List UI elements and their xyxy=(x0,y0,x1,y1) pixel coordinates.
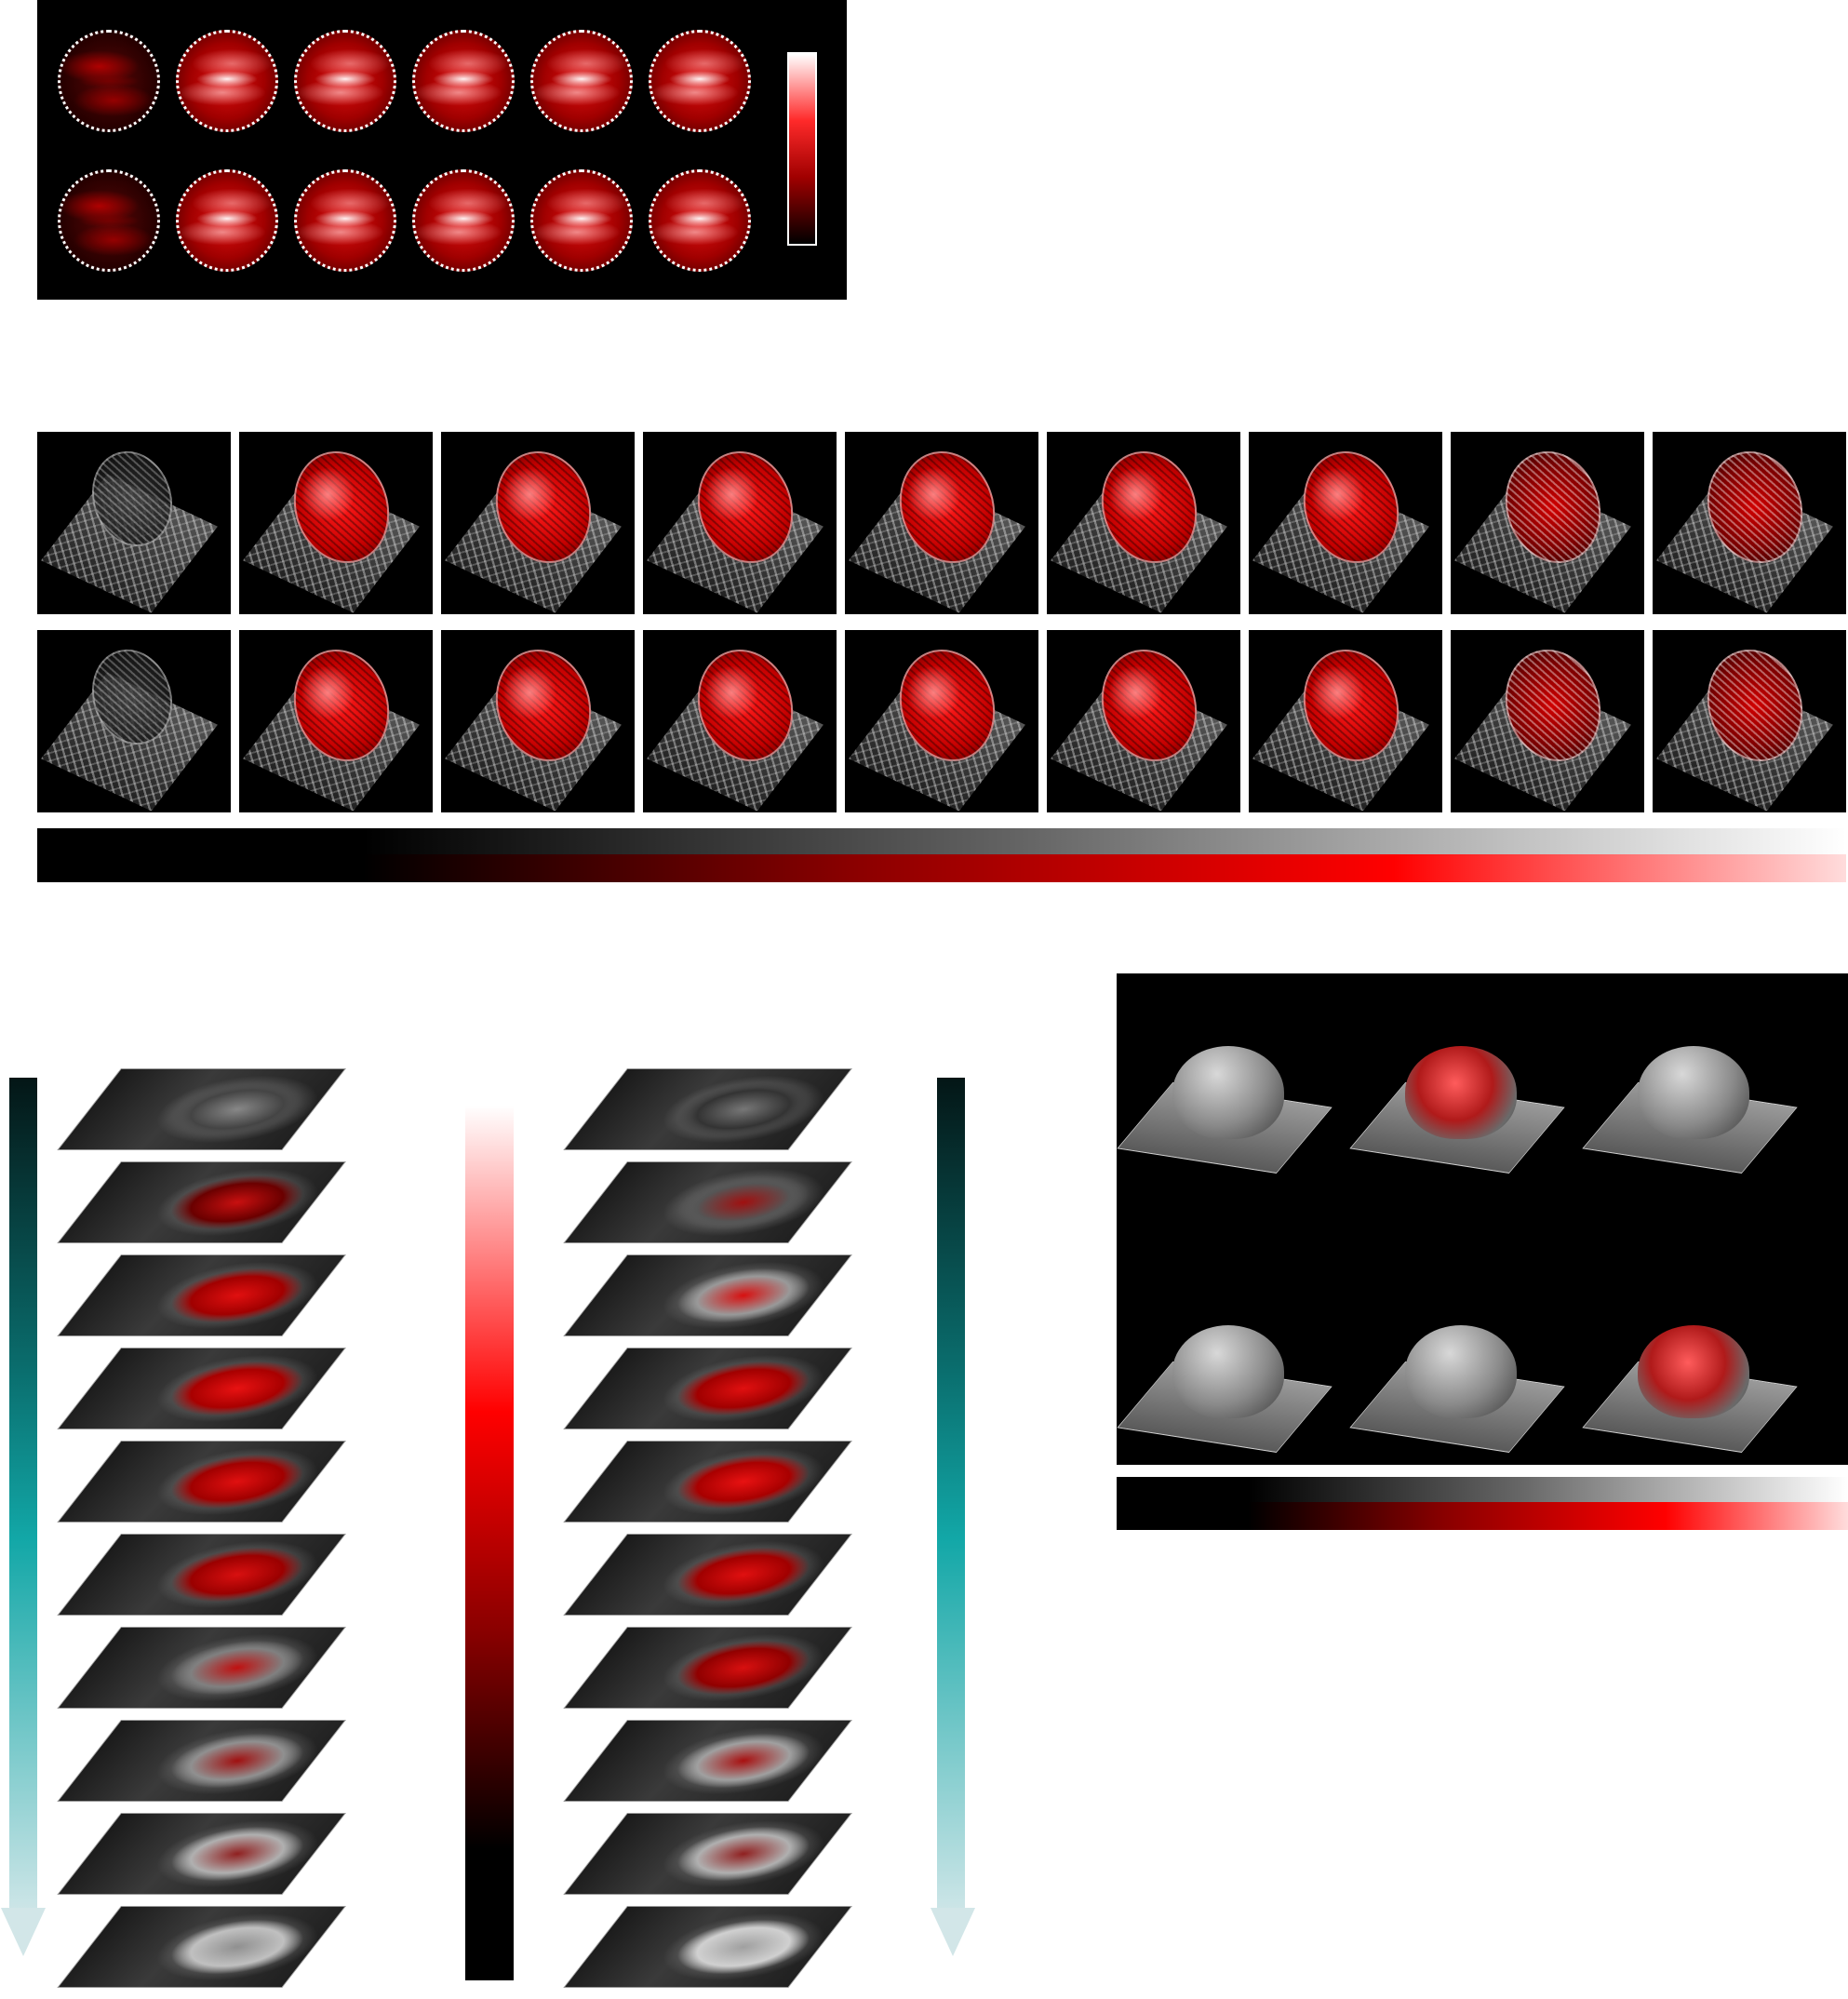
panel-a-circle-grid xyxy=(37,0,847,300)
image-slice xyxy=(57,1720,347,1802)
tissue-render xyxy=(1117,1039,1332,1178)
circle-map xyxy=(649,30,751,132)
render-tile xyxy=(239,630,433,812)
circle-map xyxy=(176,30,278,132)
circle-map xyxy=(530,30,633,132)
render-tile xyxy=(1653,630,1846,812)
image-slice xyxy=(57,1441,347,1523)
render-tile xyxy=(845,630,1038,812)
image-slice xyxy=(563,1348,852,1429)
image-slice xyxy=(563,1906,852,1988)
tissue-render xyxy=(1349,1318,1565,1457)
circle-map xyxy=(294,169,396,272)
image-slice xyxy=(57,1254,347,1336)
tissue-render xyxy=(1349,1039,1565,1178)
panel-b-render-grid xyxy=(37,432,1848,823)
circle-map xyxy=(294,30,396,132)
circle-map xyxy=(412,169,515,272)
render-tile xyxy=(1249,630,1442,812)
image-slice xyxy=(57,1813,347,1895)
circle-map xyxy=(58,30,160,132)
left-arrow-head-icon xyxy=(1,1908,46,1956)
panel-d-render-grid xyxy=(1117,973,1848,1465)
render-tile xyxy=(643,630,837,812)
image-slice xyxy=(57,1348,347,1429)
render-tile xyxy=(845,432,1038,614)
image-slice xyxy=(563,1534,852,1616)
image-slice xyxy=(563,1720,852,1802)
panel-b-colorbar-red xyxy=(37,854,1846,882)
circle-map xyxy=(649,169,751,272)
panel-d-colorbar-gray xyxy=(1117,1477,1848,1505)
render-tile xyxy=(37,630,231,812)
tissue-render xyxy=(1117,1318,1332,1457)
panel-b-colorbar-gray xyxy=(37,828,1846,856)
render-tile xyxy=(1047,432,1240,614)
render-tile xyxy=(1249,432,1442,614)
left-depth-arrow xyxy=(9,1078,37,1915)
tissue-render xyxy=(1582,1039,1798,1178)
image-slice xyxy=(563,1254,852,1336)
render-tile xyxy=(1047,630,1240,812)
image-slice xyxy=(57,1161,347,1243)
panel-a-colorbar xyxy=(787,52,817,246)
render-tile xyxy=(1451,432,1644,614)
image-slice xyxy=(563,1627,852,1709)
circle-map xyxy=(412,30,515,132)
right-depth-arrow xyxy=(937,1078,965,1915)
render-tile xyxy=(441,432,635,614)
render-tile xyxy=(1451,630,1644,812)
image-slice xyxy=(57,1627,347,1709)
circle-map xyxy=(176,169,278,272)
image-slice xyxy=(563,1813,852,1895)
render-tile xyxy=(643,432,837,614)
image-slice xyxy=(57,1906,347,1988)
render-tile xyxy=(239,432,433,614)
image-slice xyxy=(57,1534,347,1616)
right-arrow-head-icon xyxy=(931,1908,975,1956)
tissue-render xyxy=(1582,1318,1798,1457)
render-tile xyxy=(441,630,635,812)
circle-map xyxy=(530,169,633,272)
image-slice xyxy=(563,1441,852,1523)
panel-d-colorbar-red xyxy=(1117,1502,1848,1530)
image-slice xyxy=(563,1161,852,1243)
panel-c-colorbar xyxy=(465,1106,514,1980)
image-slice xyxy=(57,1068,347,1150)
image-slice xyxy=(563,1068,852,1150)
render-tile xyxy=(1653,432,1846,614)
render-tile xyxy=(37,432,231,614)
circle-map xyxy=(58,169,160,272)
